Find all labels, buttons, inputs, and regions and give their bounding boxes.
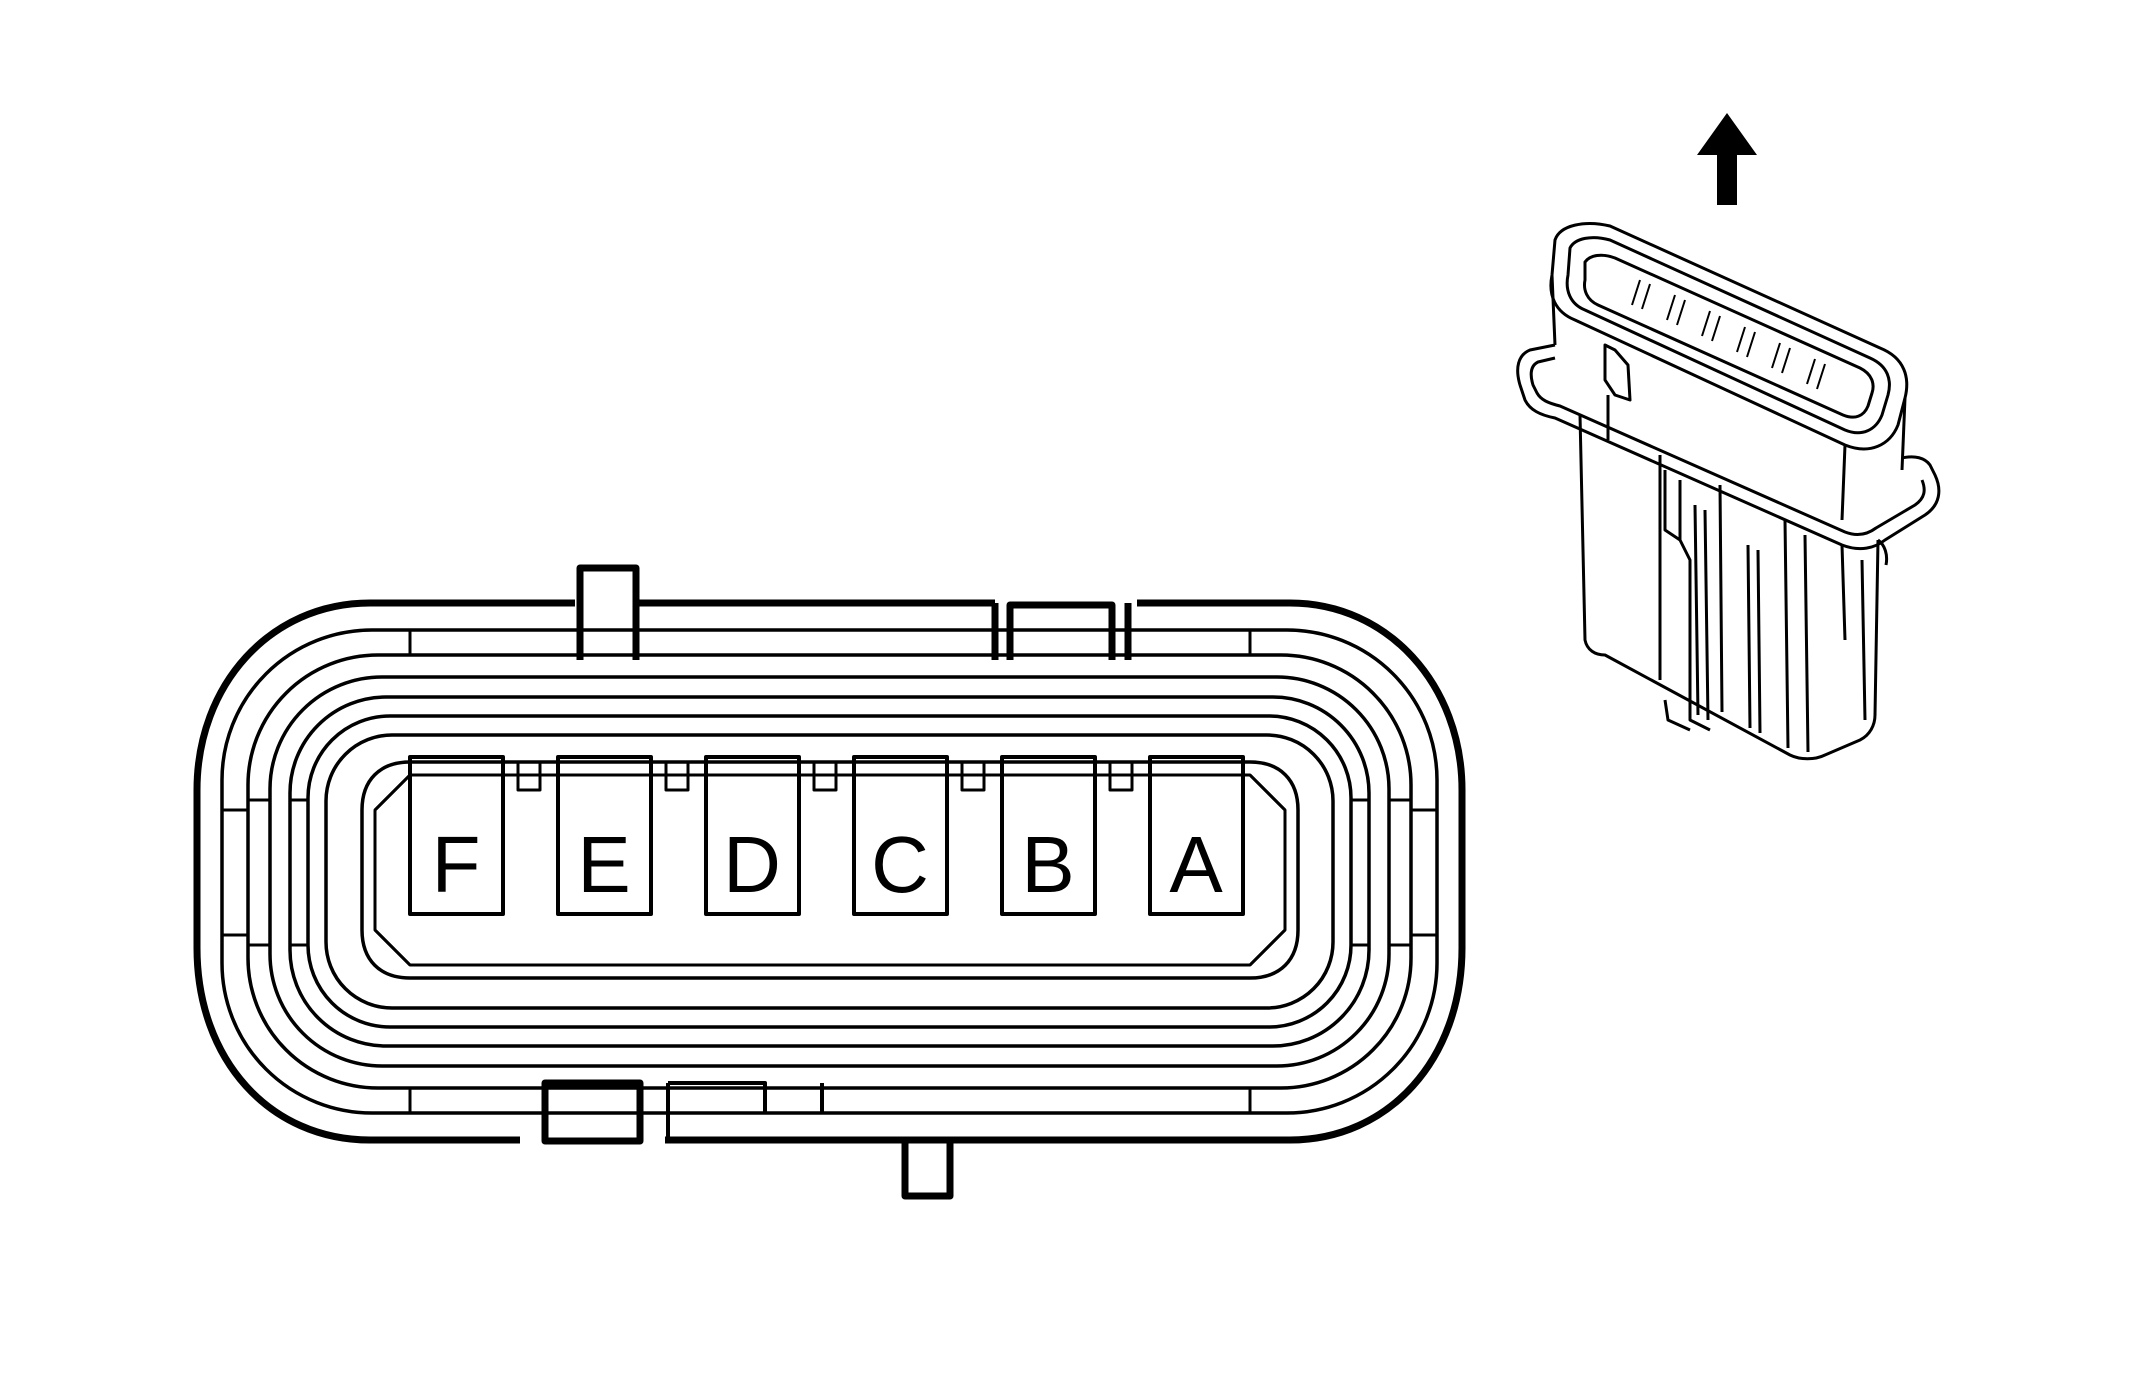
pin-box-f [408, 755, 505, 916]
pin-box-b [1000, 755, 1097, 916]
pin-label-a: A [1169, 820, 1223, 909]
bottom-key-tab [901, 1140, 954, 1200]
iso-top-rim-inner [1565, 236, 1891, 435]
iso-latch-left [1603, 343, 1632, 440]
outer-shell [193, 599, 1466, 1144]
contour-2 [246, 653, 1413, 1090]
band-lines [222, 628, 1437, 1115]
iso-lower-body-front [1658, 455, 1847, 749]
pin-box-a [1148, 755, 1245, 916]
pin-label-c: C [871, 820, 929, 909]
iso-front-slot [1663, 544, 1762, 734]
pin-label-f: F [432, 820, 481, 909]
iso-flange-inner [1529, 356, 1926, 537]
pin-label-d: D [723, 820, 781, 909]
pin-box-e [556, 755, 653, 916]
pin-box-c [852, 755, 949, 916]
iso-center-rib [1663, 470, 1711, 732]
pin-box-d [704, 755, 801, 916]
iso-opening [1583, 253, 1875, 419]
arrow-up-icon [1697, 113, 1757, 205]
iso-contact-slats [1631, 279, 1826, 390]
top-latch-tab [576, 564, 640, 660]
pin-separator-keys [516, 762, 1134, 792]
connector-face-view [193, 564, 1466, 1200]
cavity-corner-bevels [373, 773, 1287, 967]
pin-label-b: B [1021, 820, 1074, 909]
contour-5 [306, 714, 1353, 1029]
iso-right-contours [1803, 534, 1889, 753]
contour-6 [324, 733, 1335, 1010]
pin-label-e: E [577, 820, 630, 909]
iso-upper-body [1550, 274, 1907, 521]
iso-top-rim [1549, 222, 1909, 451]
connector-iso-view [1516, 222, 1941, 761]
pin-cavity [360, 760, 1300, 980]
contour-1 [220, 628, 1439, 1115]
iso-flange [1516, 343, 1941, 551]
iso-lower-body [1578, 414, 1880, 761]
pin-labels: F E D C B A [432, 820, 1224, 909]
